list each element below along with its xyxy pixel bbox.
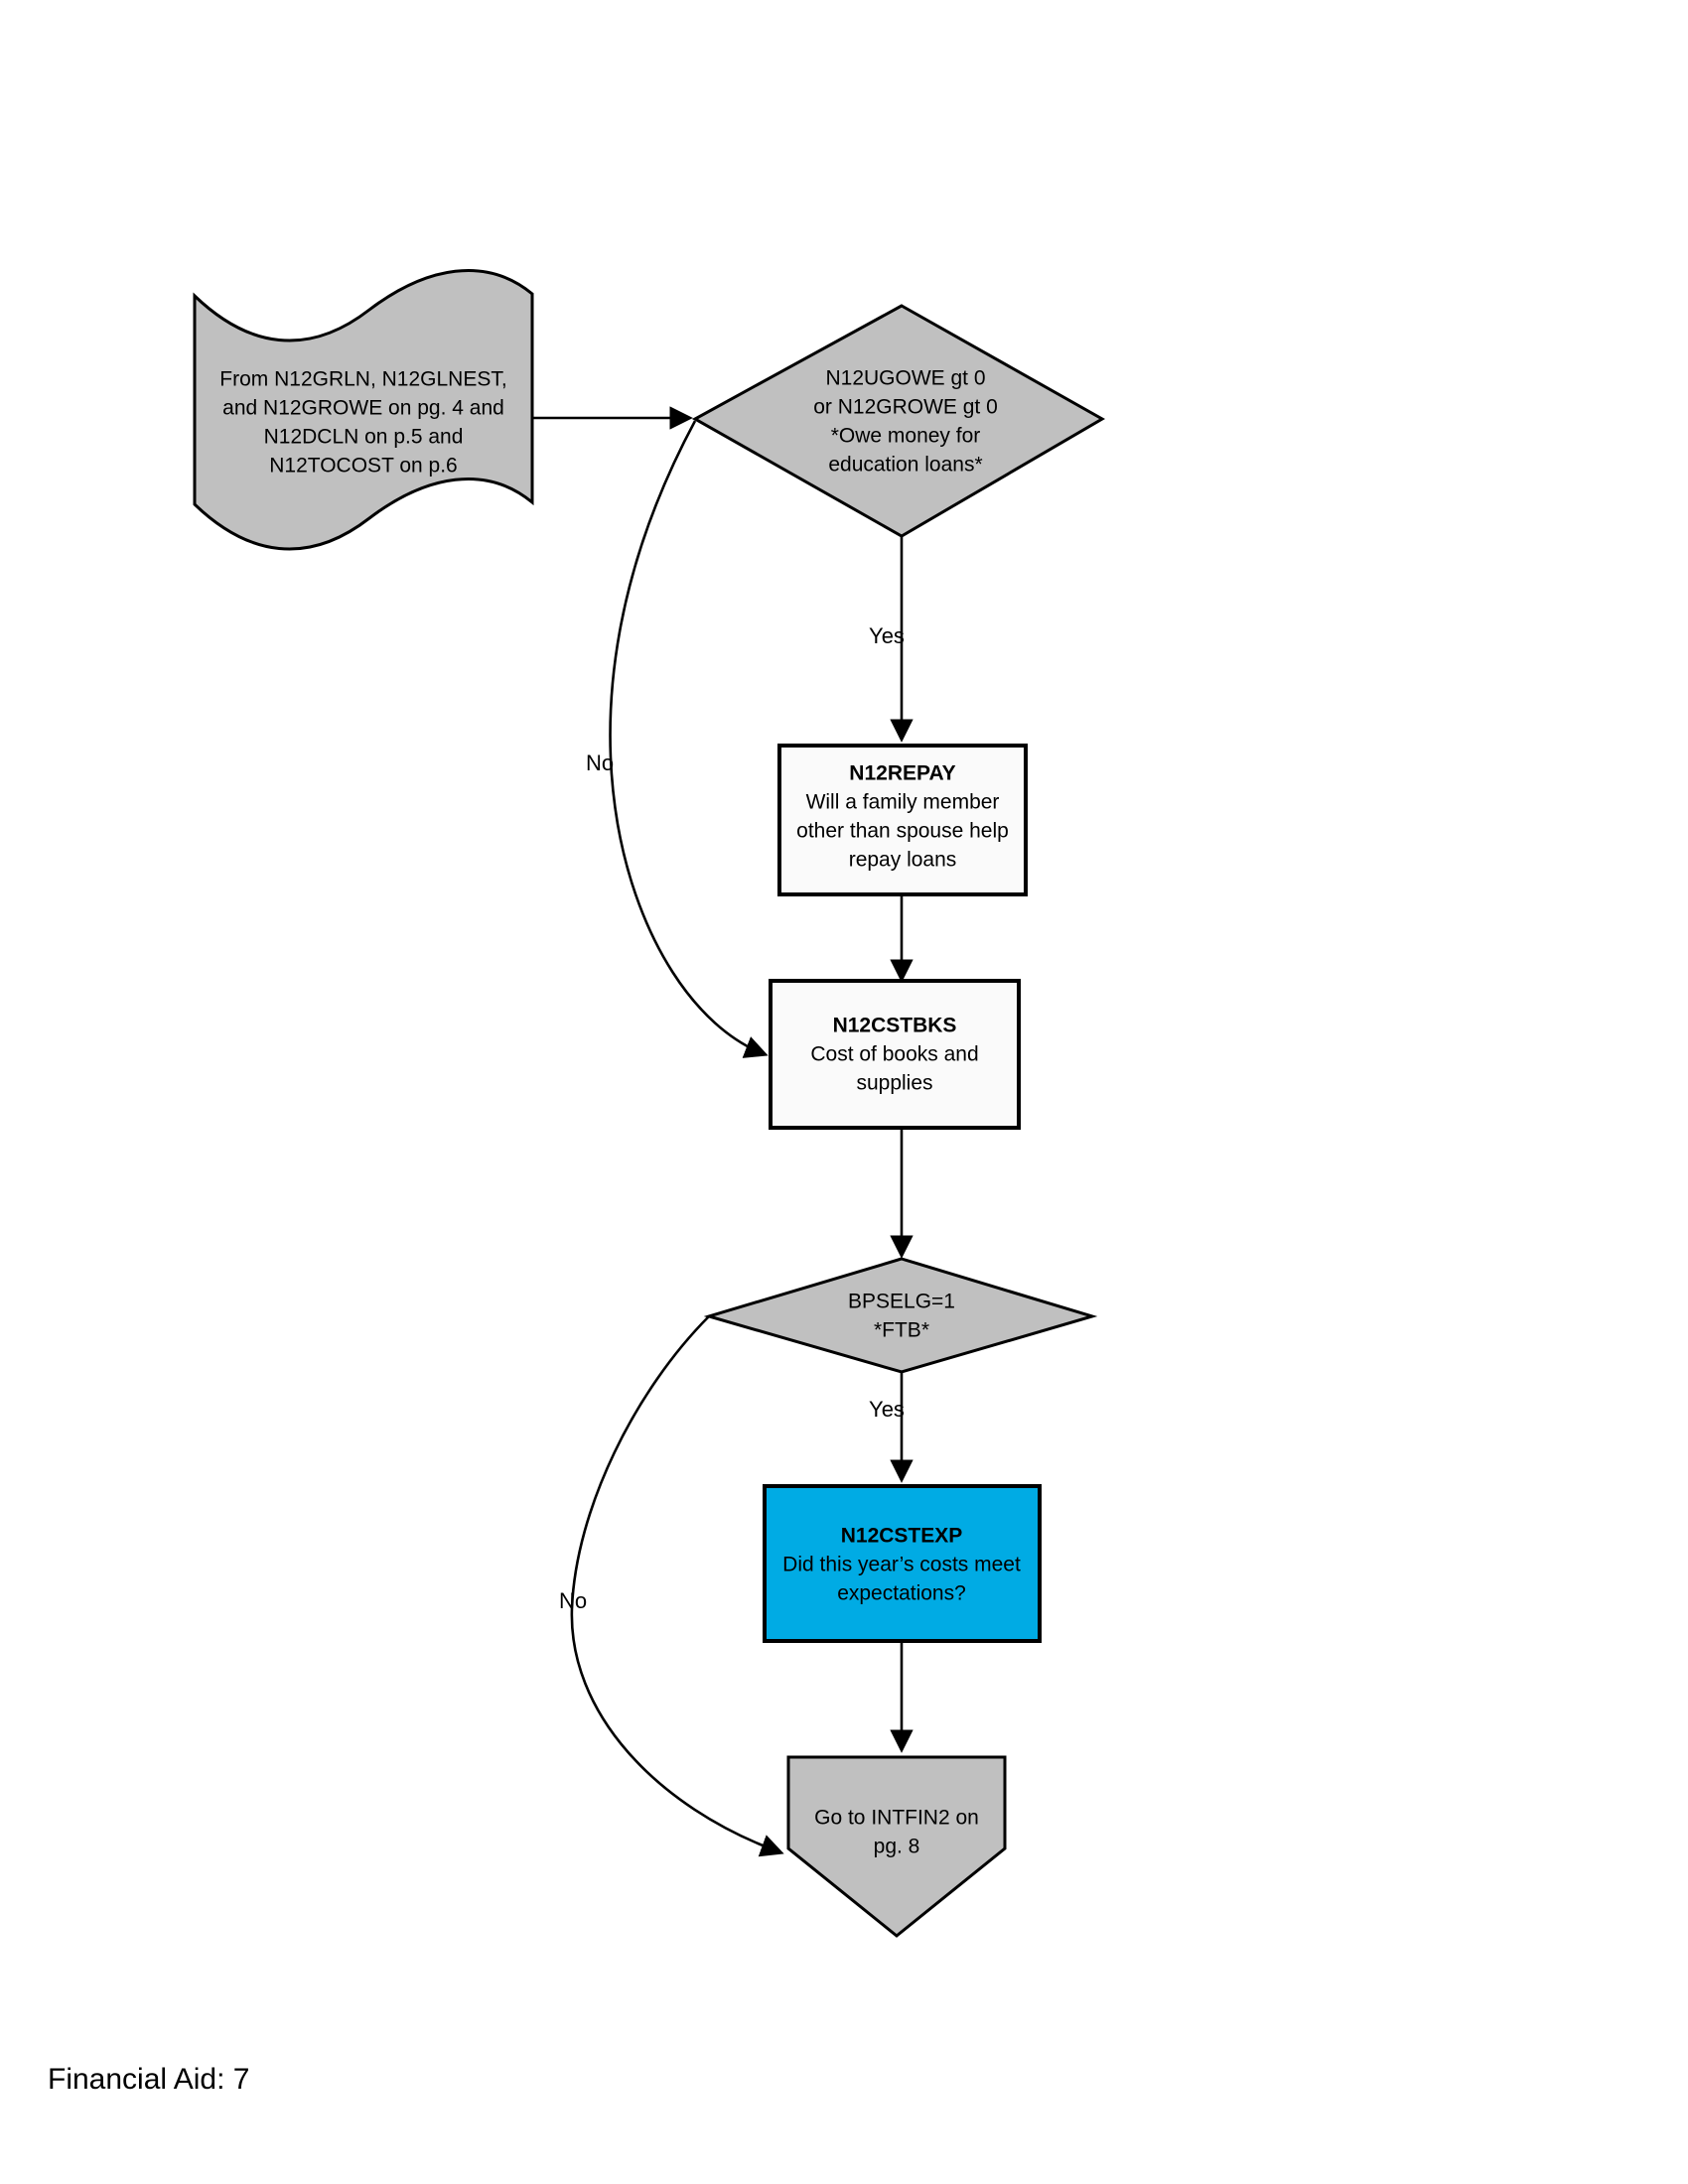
n12cstbks-line-0: Cost of books and <box>810 1043 978 1066</box>
node-decision-bpselg[interactable]: BPSELG=1 *FTB* <box>703 1257 1098 1374</box>
decision-owe-line-3: education loans* <box>828 454 982 477</box>
node-decision-owe-loans[interactable]: N12UGOWE gt 0 or N12GROWE gt 0 *Owe mone… <box>691 304 1106 538</box>
decision-owe-line-0: N12UGOWE gt 0 <box>825 367 985 390</box>
n12repay-line-0: Will a family member <box>806 791 1000 814</box>
source-document-line-3: N12TOCOST on p.6 <box>269 455 457 478</box>
n12repay-line-2: repay loans <box>849 849 957 872</box>
decision-bpselg-line-0: BPSELG=1 <box>848 1291 955 1313</box>
node-source-document[interactable]: From N12GRLN, N12GLNEST, and N12GROWE on… <box>193 268 534 551</box>
node-n12cstexp[interactable]: N12CSTEXP Did this year’s costs meet exp… <box>763 1484 1042 1643</box>
decision-owe-line-1: or N12GROWE gt 0 <box>813 396 998 419</box>
edge-label-bpselg-no: No <box>559 1588 587 1613</box>
edge-label-owe-no: No <box>586 751 614 775</box>
edge-label-bpselg-yes: Yes <box>869 1397 905 1422</box>
goto-intfin2-line-0: Go to INTFIN2 on <box>814 1807 979 1830</box>
n12repay-title: N12REPAY <box>849 762 955 785</box>
edge-owe-no: No <box>586 420 769 1058</box>
n12cstexp-line-1: expectations? <box>837 1582 966 1605</box>
goto-intfin2-line-1: pg. 8 <box>874 1836 920 1858</box>
decision-bpselg-line-1: *FTB* <box>874 1319 929 1342</box>
decision-owe-line-2: *Owe money for <box>831 425 981 448</box>
n12cstexp-title: N12CSTEXP <box>841 1525 963 1548</box>
n12repay-line-1: other than spouse help <box>796 820 1009 843</box>
source-document-line-1: and N12GROWE on pg. 4 and <box>222 397 504 420</box>
edge-bpselg-yes: Yes <box>869 1372 914 1483</box>
node-n12cstbks[interactable]: N12CSTBKS Cost of books and supplies <box>769 979 1021 1130</box>
edge-label-owe-yes: Yes <box>869 623 905 648</box>
source-document-line-2: N12DCLN on p.5 and <box>264 426 464 449</box>
source-document-line-0: From N12GRLN, N12GLNEST, <box>219 368 506 391</box>
n12cstbks-title: N12CSTBKS <box>833 1015 957 1037</box>
edge-owe-yes: Yes <box>869 536 914 743</box>
node-goto-intfin2[interactable]: Go to INTFIN2 on pg. 8 <box>786 1755 1007 1938</box>
n12cstexp-line-0: Did this year’s costs meet <box>782 1554 1021 1576</box>
page-footer-label: Financial Aid: 7 <box>48 2063 250 2096</box>
n12cstbks-line-1: supplies <box>856 1072 932 1095</box>
edge-bpselg-no: No <box>559 1315 784 1857</box>
node-n12repay[interactable]: N12REPAY Will a family member other than… <box>777 744 1028 896</box>
